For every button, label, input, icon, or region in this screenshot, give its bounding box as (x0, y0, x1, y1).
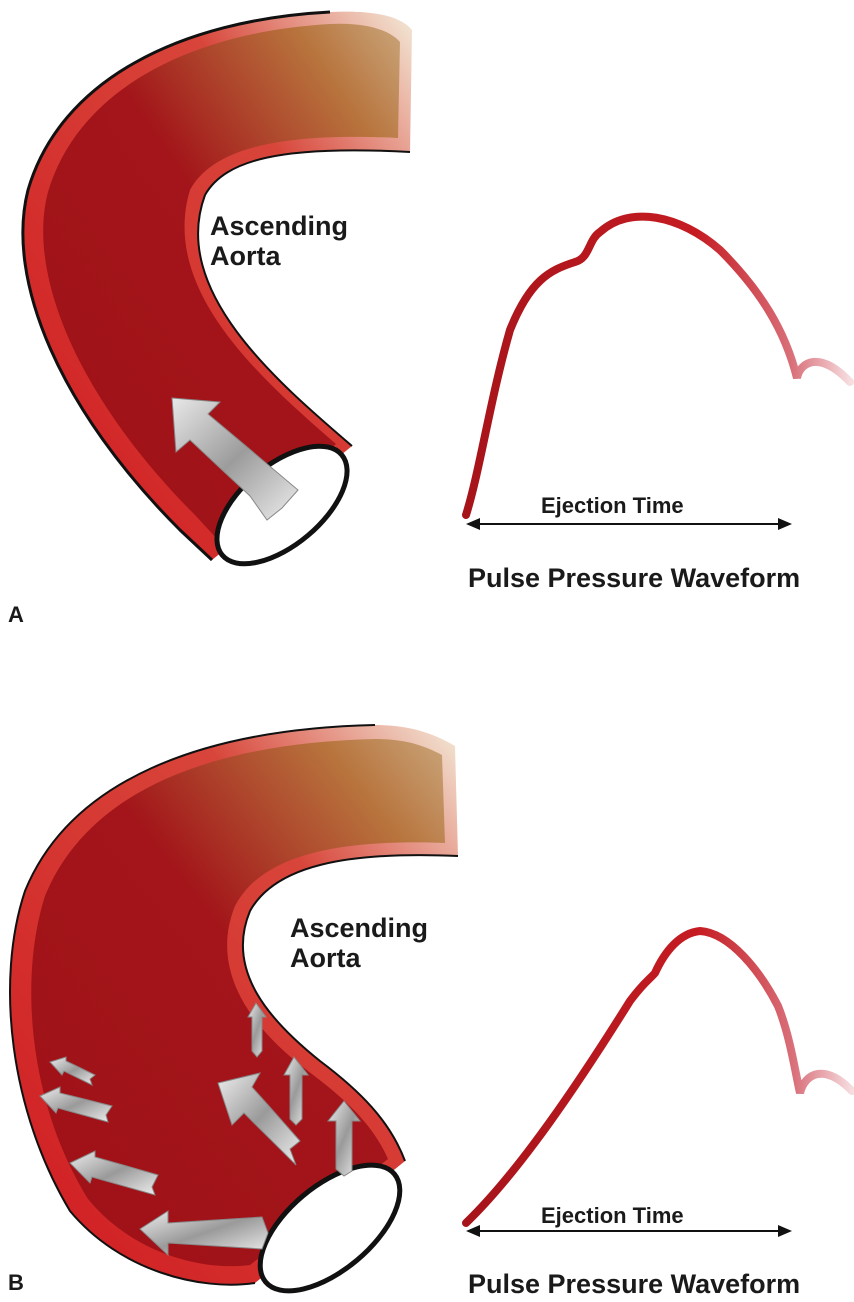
panel-letter: A (8, 603, 24, 627)
waveform-title: Pulse Pressure Waveform (468, 564, 800, 594)
aorta-label-line-2: Aorta (210, 242, 348, 272)
ejection-time-label: Ejection Time (541, 494, 684, 518)
panel-b: Ascending Aorta Ejection Time Pulse Pres… (0, 651, 854, 1302)
pressure-waveform (466, 931, 852, 1223)
panel-a: Ascending Aorta Ejection Time Pulse Pres… (0, 0, 854, 651)
waveform-title: Pulse Pressure Waveform (468, 1270, 800, 1300)
panel-b-illustration (0, 651, 854, 1302)
aorta-label-line-1: Ascending (290, 914, 428, 944)
ejection-time-arrow (466, 518, 792, 530)
ascending-aorta-vessel (23, 12, 412, 586)
panel-a-illustration (0, 0, 854, 651)
panel-letter: B (8, 1271, 24, 1295)
dilated-aorta-vessel (10, 725, 458, 1302)
pressure-waveform (466, 217, 850, 515)
aorta-label: Ascending Aorta (290, 914, 428, 973)
aorta-label-line-1: Ascending (210, 212, 348, 242)
aorta-label: Ascending Aorta (210, 212, 348, 271)
ejection-time-label: Ejection Time (541, 1204, 684, 1228)
aorta-label-line-2: Aorta (290, 944, 428, 974)
